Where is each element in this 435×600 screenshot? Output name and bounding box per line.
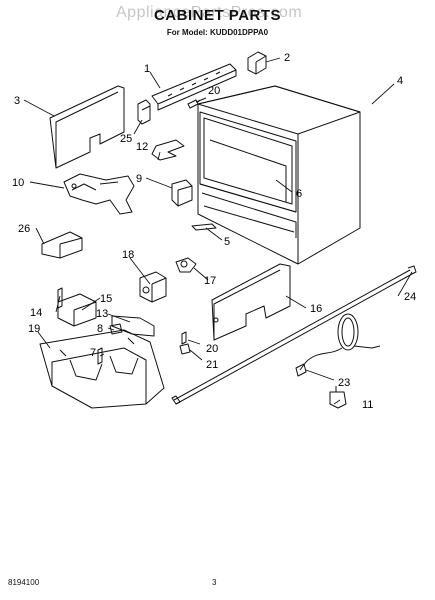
part-17-fitting bbox=[175, 257, 197, 273]
part-7-screw bbox=[97, 347, 103, 365]
part-25-clip bbox=[137, 99, 151, 125]
callout-26: 26 bbox=[18, 223, 30, 235]
callout-1: 1 bbox=[144, 63, 150, 75]
callout-17: 17 bbox=[204, 275, 216, 287]
part-1-rail bbox=[151, 63, 237, 111]
callout-8: 8 bbox=[97, 323, 103, 335]
callout-4: 4 bbox=[397, 75, 403, 87]
page-title: CABINET PARTS bbox=[153, 7, 282, 24]
callout-2: 2 bbox=[284, 52, 290, 64]
leader-lines bbox=[23, 57, 413, 405]
part-19-base-frame bbox=[39, 329, 165, 409]
callout-3: 3 bbox=[14, 95, 20, 107]
callout-16: 16 bbox=[310, 303, 322, 315]
part-20-screw-upper bbox=[187, 97, 207, 109]
part-18-valve bbox=[139, 271, 167, 303]
part-14-screw bbox=[57, 287, 63, 309]
part-16-side-panel bbox=[211, 263, 291, 341]
part-24-rod bbox=[171, 265, 417, 405]
callout-11: 11 bbox=[362, 399, 373, 411]
callout-20-upper: 20 bbox=[208, 85, 220, 97]
callout-6: 6 bbox=[296, 188, 302, 200]
callout-7: 7 bbox=[90, 347, 96, 359]
callout-9: 9 bbox=[136, 173, 142, 185]
callout-21: 21 bbox=[206, 359, 218, 371]
part-4-cabinet bbox=[197, 85, 361, 265]
callout-18: 18 bbox=[122, 249, 134, 261]
part-15-bracket bbox=[57, 293, 97, 327]
callout-19: 19 bbox=[28, 323, 40, 335]
callout-10: 10 bbox=[12, 177, 24, 189]
part-8-clip bbox=[109, 323, 123, 335]
callout-14: 14 bbox=[30, 307, 42, 319]
callout-12: 12 bbox=[136, 141, 148, 153]
callout-15: 15 bbox=[100, 293, 112, 305]
part-26-bracket bbox=[41, 231, 83, 259]
doc-number: 8194100 bbox=[8, 578, 40, 587]
callout-24: 24 bbox=[404, 291, 416, 303]
part-11-strain-relief bbox=[329, 386, 347, 409]
callout-13: 13 bbox=[96, 308, 108, 320]
watermark: AppliancePartsPros.com bbox=[116, 4, 303, 21]
part-20-screw-lower bbox=[181, 331, 187, 345]
callout-23: 23 bbox=[338, 377, 350, 389]
callout-5: 5 bbox=[224, 236, 230, 248]
callout-25: 25 bbox=[120, 133, 132, 145]
part-9-hinge bbox=[171, 179, 193, 207]
part-23-power-cord bbox=[295, 313, 381, 377]
part-12-hook bbox=[151, 139, 185, 161]
callout-20-lower: 20 bbox=[206, 343, 218, 355]
part-21-clip bbox=[179, 343, 191, 355]
part-10-latch bbox=[63, 173, 135, 215]
part-2-bracket bbox=[247, 51, 267, 75]
part-5-pin bbox=[191, 223, 217, 231]
callout-labels: 1 2 3 4 5 6 7 8 9 10 11 12 13 14 15 16 1… bbox=[12, 52, 416, 411]
part-3-side-panel bbox=[49, 85, 125, 169]
page-number: 3 bbox=[212, 578, 217, 587]
model-subtitle: For Model: KUDD01DPPA0 bbox=[166, 28, 269, 37]
